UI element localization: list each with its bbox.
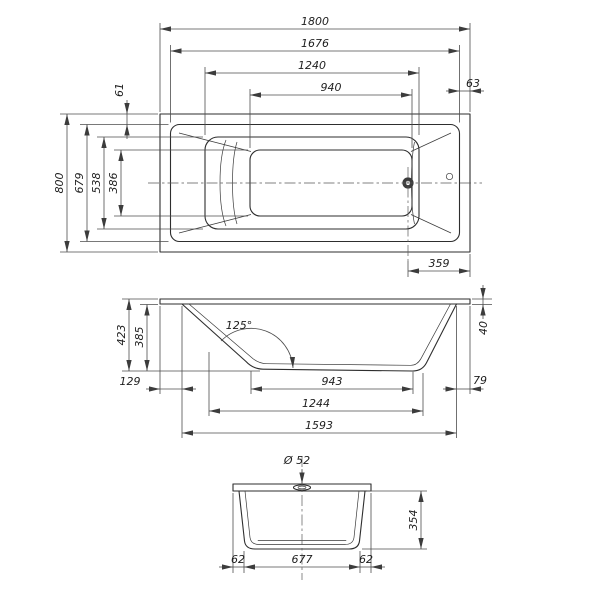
side-view-dimension-lines xyxy=(126,285,486,436)
dim-label-drain-from-right: 359 xyxy=(429,257,450,270)
top-view-dimension-lines xyxy=(64,26,484,274)
top-view: 1800 1676 1240 940 61 63 800 679 538 386… xyxy=(53,15,484,277)
dim-label-floor-flat-width: 677 xyxy=(292,553,313,566)
top-view-slope-edges xyxy=(178,132,454,234)
dim-label-body-height: 354 xyxy=(407,510,420,531)
side-view: 423 385 125° 40 129 943 79 1244 1593 xyxy=(115,285,492,438)
top-view-extension-lines xyxy=(60,23,471,277)
dim-label-overall-width: 800 xyxy=(53,173,66,194)
dim-label-basin-floor-length: 940 xyxy=(321,81,342,94)
dim-label-rim-inner-length: 1676 xyxy=(301,37,329,50)
dim-label-drain-diameter: Ø 52 xyxy=(283,454,310,467)
side-view-outline xyxy=(159,298,471,372)
dim-label-rim-thickness: 40 xyxy=(477,321,490,335)
dim-label-rim-edge-offset: 61 xyxy=(113,83,126,97)
dim-label-rim-inner-width: 679 xyxy=(73,173,86,194)
dim-label-basin-top-length: 1240 xyxy=(298,59,326,72)
dim-label-right-overhang: 79 xyxy=(473,374,487,387)
front-view: Ø 52 354 62 677 62 xyxy=(219,454,427,580)
top-view-centerlines xyxy=(148,167,482,261)
side-view-angle xyxy=(220,327,296,369)
front-view-dimension-lines xyxy=(219,469,424,570)
dim-label-basin-floor-width: 386 xyxy=(107,173,120,194)
dim-label-shell-length: 1593 xyxy=(305,419,333,432)
overflow-hole xyxy=(445,172,454,181)
front-view-extension-lines xyxy=(232,490,427,573)
dim-label-left-floor-offset: 62 xyxy=(231,553,245,566)
dim-label-left-overhang: 129 xyxy=(120,375,141,388)
dim-label-right-floor-offset: 62 xyxy=(359,553,373,566)
dim-label-rim-side-offset: 63 xyxy=(466,77,480,90)
dim-label-floor-flat-length: 943 xyxy=(322,375,343,388)
dim-label-overall-height: 423 xyxy=(115,325,128,346)
dim-label-basin-mid-length: 1244 xyxy=(302,397,330,410)
dim-label-inner-depth: 385 xyxy=(133,327,146,348)
dim-label-overall-length: 1800 xyxy=(301,15,329,28)
dim-label-basin-top-width: 538 xyxy=(90,173,103,194)
side-view-extension-lines xyxy=(122,298,492,438)
dim-label-backrest-angle: 125° xyxy=(226,319,253,332)
